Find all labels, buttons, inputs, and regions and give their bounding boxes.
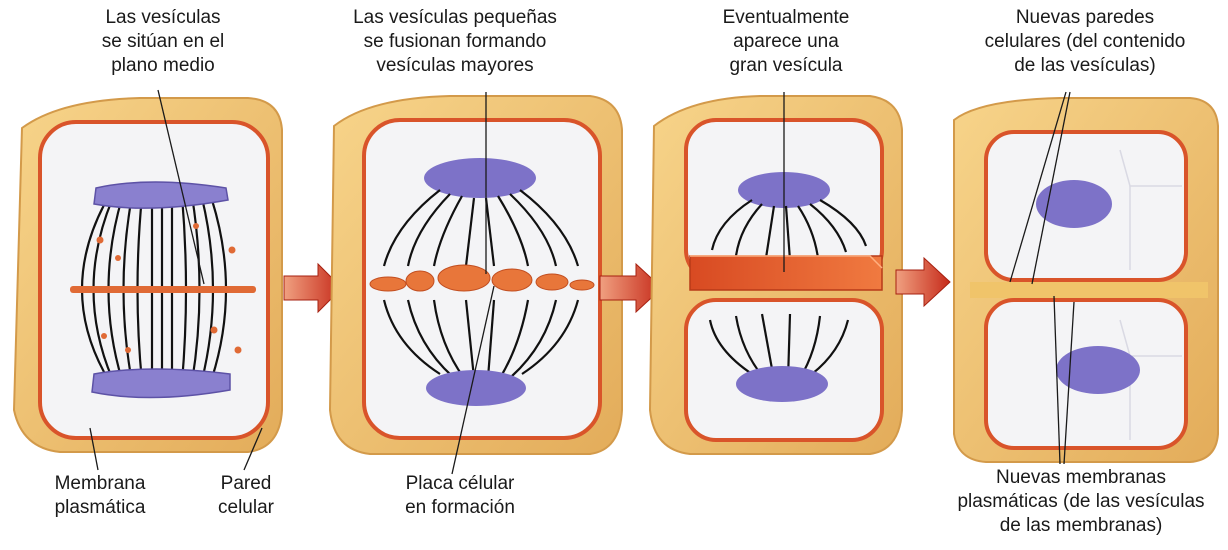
cell-stage-2 (330, 96, 622, 454)
label-placa-celular: Placa célular en formación (370, 472, 550, 520)
label-membrana-plasmatica: Membrana plasmática (30, 472, 170, 520)
arrow-right-icon (896, 258, 950, 306)
cell-stage-1 (14, 98, 282, 452)
cell-stage-3 (650, 96, 902, 454)
label-stage-4: Nuevas paredes celulares (del contenido … (960, 6, 1210, 78)
nucleus-bottom (736, 366, 828, 402)
nucleus-bottom (426, 370, 526, 406)
label-pared-celular: Pared celular (196, 472, 296, 520)
new-cell-wall-middle (970, 282, 1208, 298)
large-vesicle (690, 256, 882, 290)
chromosomes-bottom (92, 369, 230, 398)
label-stage-3: Eventualmente aparece una gran vesícula (696, 6, 876, 78)
nucleus-top (424, 158, 536, 198)
label-stage-2: Las vesículas pequeñas se fusionan forma… (330, 6, 580, 78)
label-nuevas-membranas: Nuevas membranas plasmáticas (de las ves… (946, 466, 1216, 538)
label-stage-1: Las vesículas se sitúan en el plano medi… (78, 6, 248, 78)
vesicle-plane (70, 286, 256, 293)
cell-stage-4 (954, 98, 1218, 462)
